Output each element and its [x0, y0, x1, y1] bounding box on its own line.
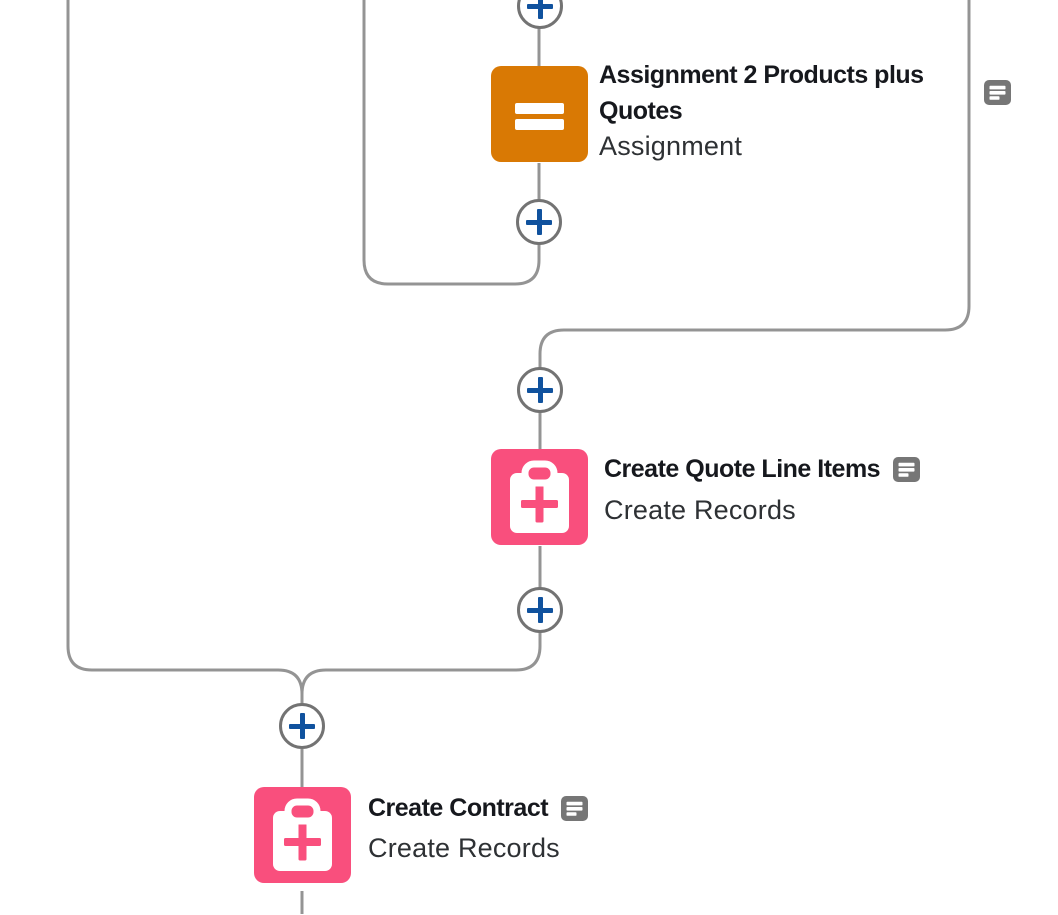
node-title: Create Quote Line Items	[604, 455, 881, 483]
node-assignment-2-products-plus-quotes[interactable]	[491, 66, 588, 162]
assignment-label: Assignment 2 Products plus Quotes Assign…	[599, 57, 959, 163]
node-subtitle: Assignment	[599, 131, 743, 161]
node-create-contract[interactable]	[254, 787, 351, 883]
description-icon[interactable]	[984, 80, 1011, 105]
loop-back-connector	[362, 0, 541, 286]
assignment-equals-icon	[515, 103, 564, 130]
after-last-connector	[538, 0, 971, 368]
node-create-quote-line-items[interactable]	[491, 449, 588, 545]
merge-right-connector	[300, 632, 542, 704]
node-subtitle: Create Records	[604, 495, 796, 525]
description-icon[interactable]	[893, 456, 921, 482]
record-create-clipboard-icon	[510, 460, 569, 533]
add-element-button-after-cqli[interactable]	[517, 587, 563, 633]
node-subtitle: Create Records	[368, 833, 560, 863]
contract-label: Create Contract Create Records	[368, 790, 589, 865]
description-icon[interactable]	[561, 795, 589, 821]
cqli-label: Create Quote Line Items Create Records	[604, 451, 921, 527]
add-element-button-after-assignment[interactable]	[516, 199, 562, 245]
add-element-button-before-contract[interactable]	[279, 703, 325, 749]
add-element-button-before-cqli[interactable]	[517, 367, 563, 413]
merge-left-connector	[66, 0, 304, 695]
node-title: Create Contract	[368, 794, 549, 822]
record-create-clipboard-icon	[273, 798, 332, 871]
node-title: Assignment 2 Products plus Quotes	[599, 61, 924, 125]
